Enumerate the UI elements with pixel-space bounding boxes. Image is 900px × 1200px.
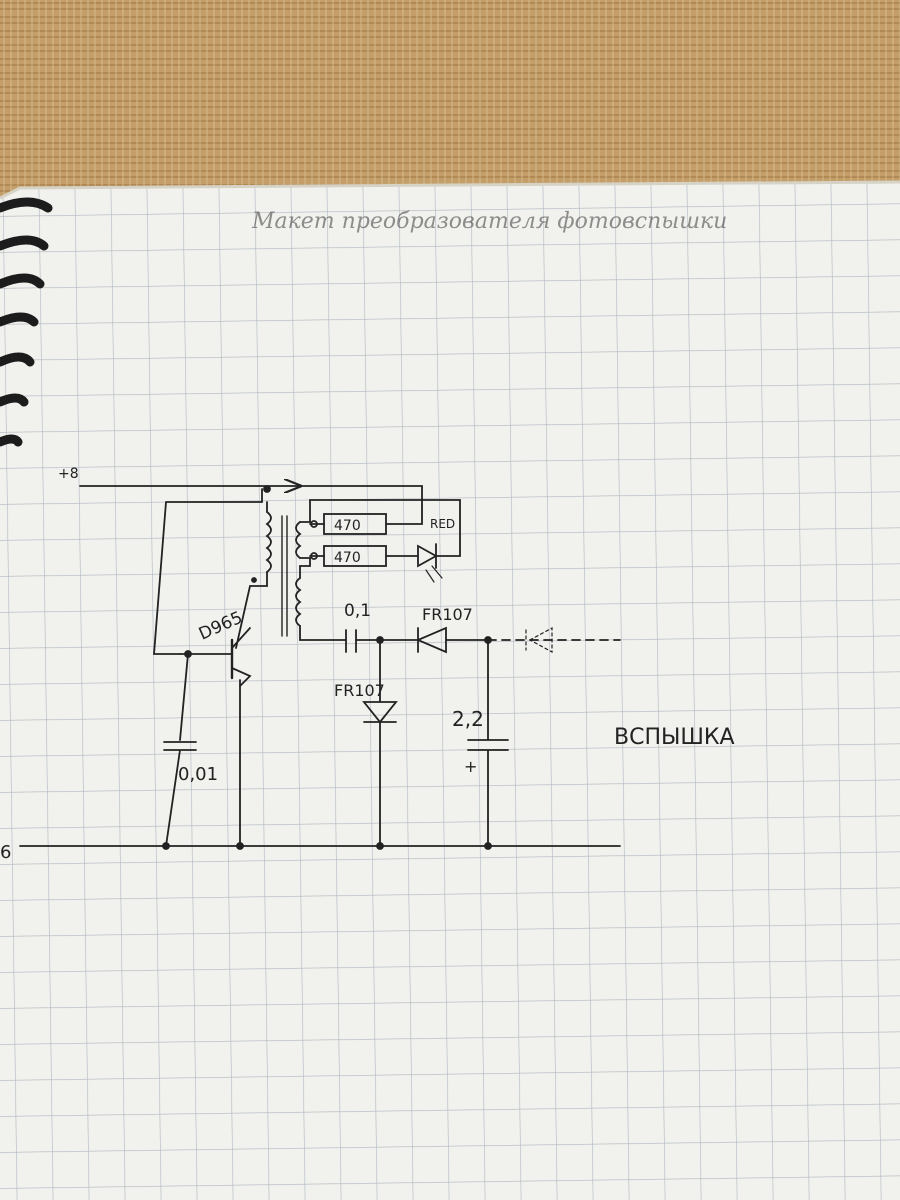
storage-cap-label: 2,2	[452, 707, 484, 731]
transformer-core	[281, 515, 288, 637]
primary-winding	[265, 511, 272, 573]
led-symbol	[417, 544, 438, 568]
page-title: Макет преобразователя фотовспышки	[251, 209, 727, 234]
supply-label: +8	[58, 466, 79, 482]
led-label: RED	[430, 517, 455, 531]
ground-label: 6	[0, 842, 11, 863]
storage-cap-polarity: +	[464, 757, 477, 776]
shunt-diode	[362, 639, 398, 847]
base-cap-label: 0,01	[178, 764, 218, 785]
shunt-diode-label: FR107	[334, 681, 385, 700]
coupling-cap-label: 0,1	[344, 601, 371, 621]
feedback-winding	[295, 521, 302, 559]
resistor-2-label: 470	[334, 550, 361, 566]
storage-capacitor	[467, 639, 509, 847]
coupling-capacitor	[345, 629, 357, 653]
secondary-winding	[295, 577, 302, 627]
wood-table	[0, 0, 900, 200]
circuit-drawing	[19, 485, 621, 850]
junction-dot	[263, 485, 271, 493]
flash-label: ВСПЫШКА	[614, 725, 735, 750]
resistor-1-label: 470	[334, 518, 361, 534]
graph-paper-grid	[0, 182, 900, 1200]
spiral-binding	[0, 197, 53, 447]
base-capacitor	[163, 653, 197, 847]
series-diode-label: FR107	[422, 605, 473, 624]
